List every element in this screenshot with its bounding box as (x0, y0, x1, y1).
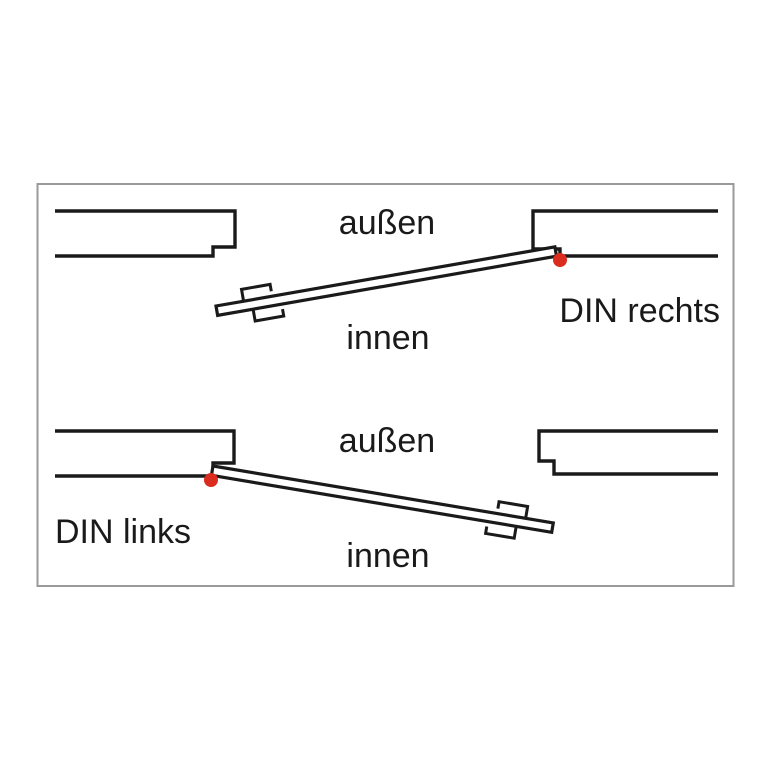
door-leaf-links (209, 464, 556, 535)
hinge-dot-icon-rechts (553, 253, 567, 267)
label-aussen-bottom: außen (339, 422, 435, 460)
wall-profile-top-left (55, 209, 237, 258)
door-leaf-rechts (214, 245, 559, 318)
door-handle-outer-icon (239, 282, 273, 302)
diagram-frame (36, 183, 735, 587)
hinge-dot-icon-links (204, 473, 218, 487)
door-handle-outer-icon (496, 499, 530, 519)
label-din-links: DIN links (55, 513, 191, 551)
door-handle-inner-icon (251, 308, 286, 323)
door-rechts (214, 245, 559, 323)
label-innen-bottom: innen (346, 537, 429, 575)
label-aussen-top: außen (339, 204, 435, 242)
label-innen-top: innen (346, 319, 429, 357)
label-din-rechts: DIN rechts (559, 292, 720, 330)
wall-profile-bottom-left (55, 429, 236, 478)
door-links (209, 464, 556, 540)
section-din-rechts: außen innen DIN rechts (55, 204, 720, 357)
door-handle-inner-icon (483, 526, 518, 540)
wall-profile-bottom-right (537, 429, 718, 476)
section-din-links: außen innen DIN links (55, 422, 718, 575)
